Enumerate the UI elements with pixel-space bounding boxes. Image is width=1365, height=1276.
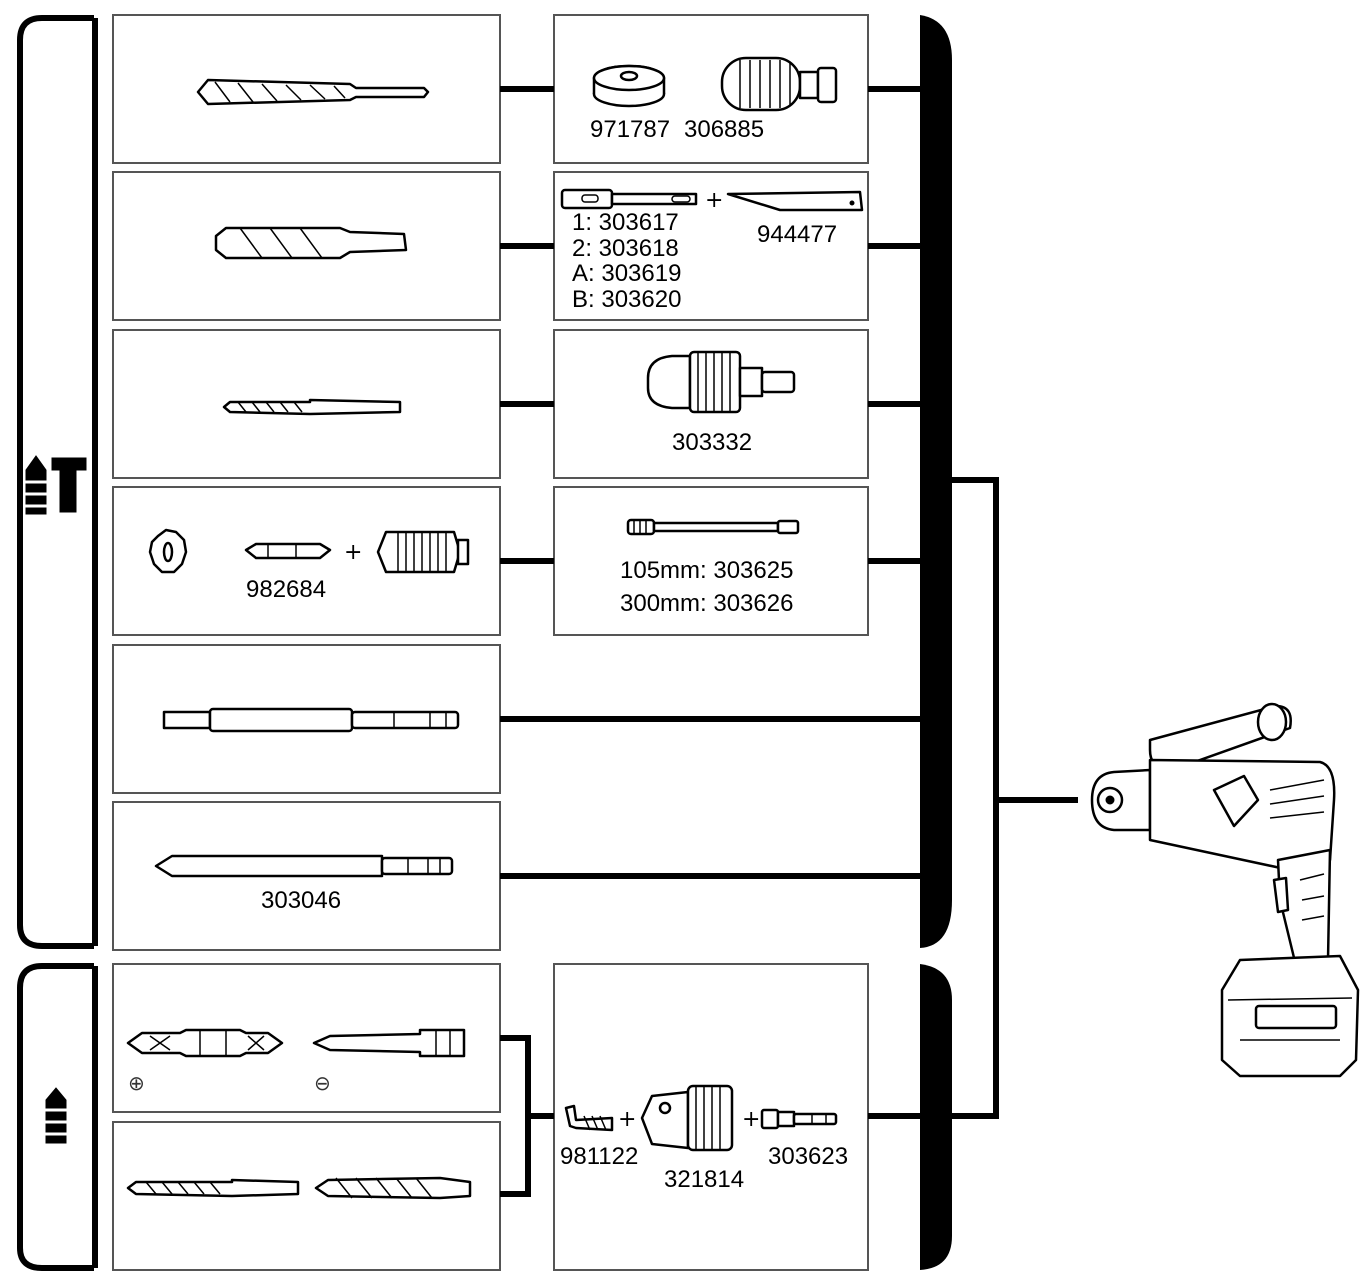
dust-cup-icon: [592, 64, 666, 108]
pointed-chisel-icon: [162, 707, 460, 733]
label-303046: 303046: [261, 887, 341, 914]
core-bit-adapter-icon: [560, 188, 698, 210]
hammer-mode-bracket: [17, 15, 98, 949]
label-303626: 300mm: 303626: [620, 590, 793, 617]
label-944477: 944477: [757, 221, 837, 248]
label-303619: A: 303619: [572, 260, 681, 287]
bit-box-1: [112, 14, 501, 164]
wood-auger-bit-icon: [314, 1176, 472, 1200]
label-303623: 303623: [768, 1143, 848, 1170]
label-303617: 1: 303617: [572, 209, 679, 236]
plus-icon-drill-1: +: [618, 1107, 636, 1132]
label-982684: 982684: [246, 576, 326, 603]
label-303332: 303332: [672, 429, 752, 456]
label-303618: 2: 303618: [572, 235, 679, 262]
slotted-symbol-icon: ⊖: [314, 1071, 331, 1095]
label-981122: 981122: [560, 1143, 638, 1170]
plus-icon-drill-2: +: [742, 1107, 760, 1132]
ejector-wedge-icon: [726, 190, 864, 212]
hammer-drill-mode-icon: [25, 455, 87, 515]
centering-bit-icon: [244, 542, 332, 560]
plus-icon: +: [705, 188, 723, 213]
core-cutter-icon: [376, 530, 470, 574]
label-306885: 306885: [684, 116, 764, 143]
chuck-key-adapter-icon: [564, 1104, 614, 1132]
sds-chuck-adapter-icon: [760, 1108, 838, 1130]
slotted-bit-icon: [312, 1028, 466, 1058]
label-971787: 971787: [590, 116, 670, 143]
collector-bar-hammer: [920, 15, 952, 948]
sds-plus-drill-bit-icon: [196, 78, 430, 106]
flat-chisel-icon: [154, 854, 454, 878]
phillips-bit-icon: [126, 1028, 284, 1058]
label-321814: 321814: [664, 1166, 744, 1193]
dust-bellows-icon: [720, 56, 838, 112]
cutter-washer-icon: [148, 528, 188, 574]
key-drill-chuck-icon: [640, 1084, 734, 1152]
connector-lines: [500, 86, 1078, 1197]
drill-mode-icon: [45, 1087, 67, 1144]
twist-drill-bit-icon: [222, 398, 402, 416]
rotary-hammer-tool-icon: [1090, 702, 1360, 1078]
label-303620: B: 303620: [572, 286, 681, 313]
extension-rod-icon: [626, 518, 800, 536]
drill-mode-bracket: [17, 963, 98, 1271]
metal-drill-bit-icon: [126, 1178, 300, 1198]
core-bit-icon: [214, 226, 408, 260]
label-303625: 105mm: 303625: [620, 557, 793, 584]
plus-icon-row4: +: [344, 540, 362, 565]
collector-bar-drill: [920, 964, 952, 1270]
keyless-chuck-adapter-icon: [646, 350, 796, 414]
phillips-symbol-icon: ⊕: [128, 1071, 145, 1095]
adapter-box-4: [553, 486, 869, 636]
